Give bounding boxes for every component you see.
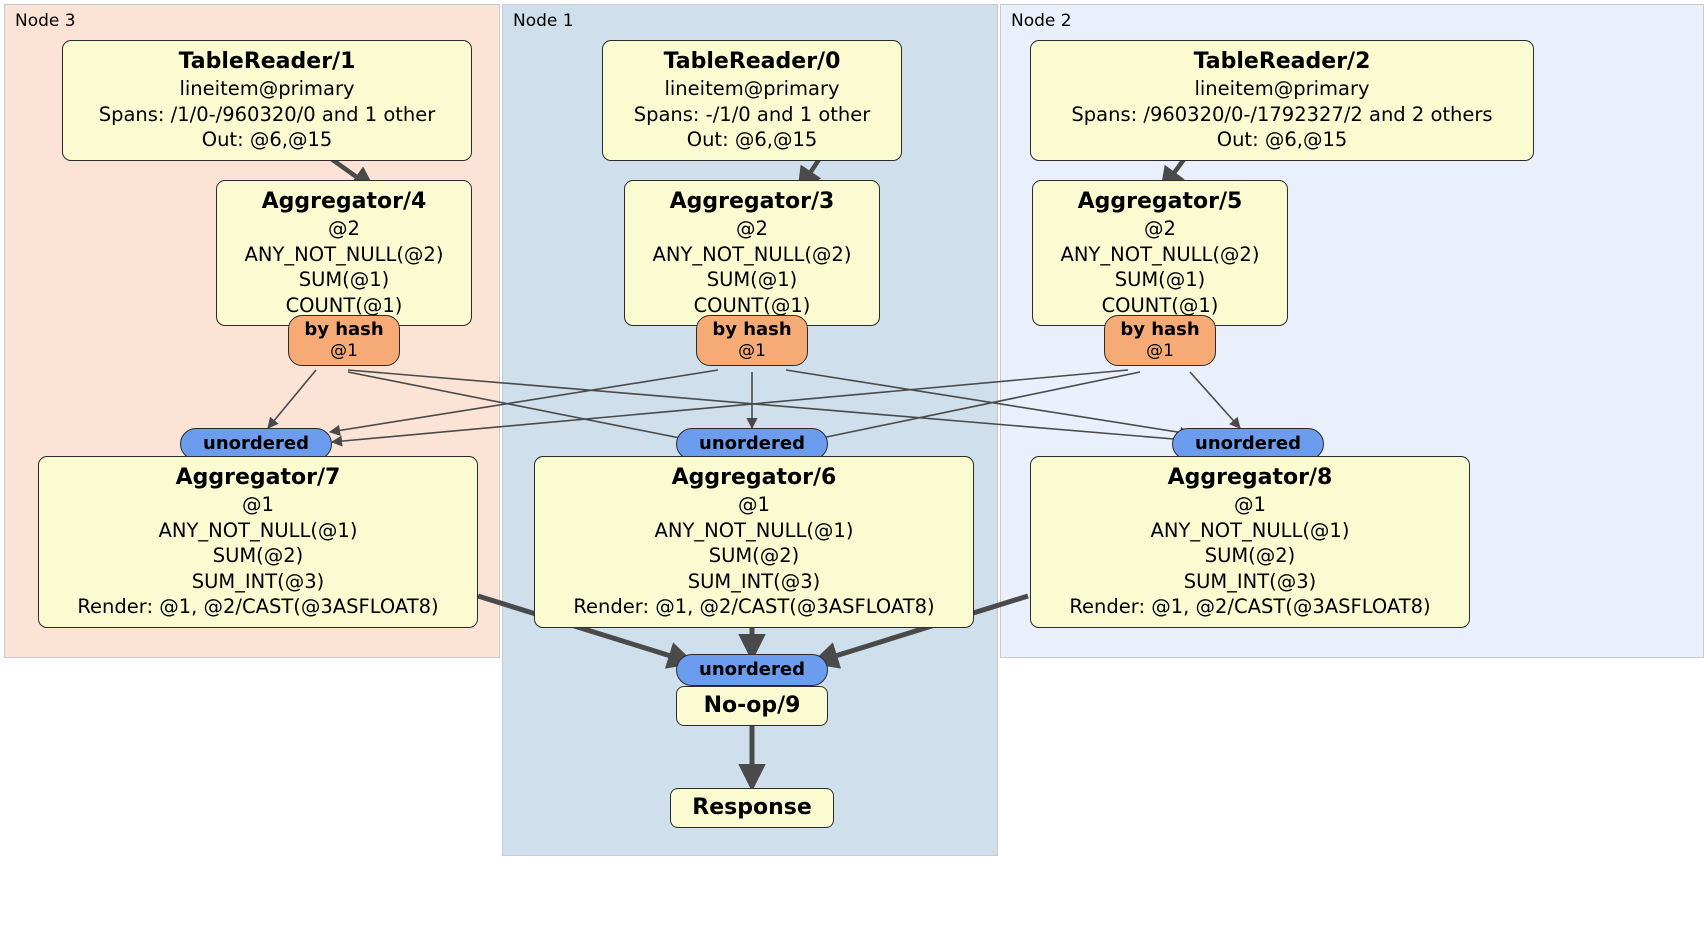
node-panel-label-node1: Node 1 [513, 11, 574, 31]
processor-title: Aggregator/3 [669, 189, 835, 214]
node-panel-label-node2: Node 2 [1011, 11, 1072, 31]
processor-line: lineitem@primary [1194, 77, 1370, 100]
processor-noop-9[interactable]: No-op/9 [676, 686, 828, 726]
processor-line: @2 [328, 217, 360, 240]
processor-line: @1 [242, 493, 274, 516]
router-badge-title: by hash [304, 319, 384, 340]
processor-aggregator-8[interactable]: Aggregator/8 @1 ANY_NOT_NULL(@1) SUM(@2)… [1030, 456, 1470, 628]
processor-line: Out: @6,@15 [1216, 128, 1348, 151]
processor-response[interactable]: Response [670, 788, 834, 828]
input-badge-unordered-right[interactable]: unordered [1172, 428, 1324, 460]
processor-aggregator-4[interactable]: Aggregator/4 @2 ANY_NOT_NULL(@2) SUM(@1)… [216, 180, 472, 326]
processor-line: Out: @6,@15 [686, 128, 818, 151]
processor-line: ANY_NOT_NULL(@2) [1060, 242, 1260, 266]
processor-line: ANY_NOT_NULL(@1) [158, 518, 358, 542]
processor-line: Spans: /960320/0-/1792327/2 and 2 others [1071, 102, 1493, 126]
processor-line: SUM(@1) [706, 268, 798, 291]
processor-line: ANY_NOT_NULL(@1) [654, 518, 854, 542]
router-badge-subtitle: @1 [738, 341, 766, 361]
input-badge-unordered-mid[interactable]: unordered [676, 428, 828, 460]
node-panel-label-node3: Node 3 [15, 11, 76, 31]
processor-line: Spans: -/1/0 and 1 other [633, 102, 871, 126]
processor-tablereader-0[interactable]: TableReader/0 lineitem@primary Spans: -/… [602, 40, 902, 161]
processor-line: @1 [1234, 493, 1266, 516]
processor-line: SUM(@2) [708, 544, 800, 567]
processor-line: ANY_NOT_NULL(@1) [1150, 518, 1350, 542]
processor-title: TableReader/0 [663, 49, 841, 74]
processor-line: COUNT(@1) [693, 293, 811, 317]
processor-line: SUM(@1) [1114, 268, 1206, 291]
processor-title: Aggregator/6 [671, 465, 837, 490]
processor-line: SUM_INT(@3) [1183, 569, 1317, 593]
processor-line: Render: @1, @2/CAST(@3ASFLOAT8) [77, 595, 439, 618]
processor-line: SUM_INT(@3) [687, 569, 821, 593]
processor-line: @1 [738, 493, 770, 516]
processor-aggregator-7[interactable]: Aggregator/7 @1 ANY_NOT_NULL(@1) SUM(@2)… [38, 456, 478, 628]
processor-tablereader-1[interactable]: TableReader/1 lineitem@primary Spans: /1… [62, 40, 472, 161]
processor-line: SUM(@2) [212, 544, 304, 567]
processor-line: @2 [736, 217, 768, 240]
processor-line: Render: @1, @2/CAST(@3ASFLOAT8) [573, 595, 935, 618]
processor-line: lineitem@primary [664, 77, 840, 100]
processor-line: lineitem@primary [179, 77, 355, 100]
router-badge-title: by hash [1120, 319, 1200, 340]
processor-line: SUM_INT(@3) [191, 569, 325, 593]
router-badge-title: by hash [712, 319, 792, 340]
router-badge-by-hash-left[interactable]: by hash @1 [288, 315, 400, 366]
processor-aggregator-5[interactable]: Aggregator/5 @2 ANY_NOT_NULL(@2) SUM(@1)… [1032, 180, 1288, 326]
processor-aggregator-6[interactable]: Aggregator/6 @1 ANY_NOT_NULL(@1) SUM(@2)… [534, 456, 974, 628]
router-badge-by-hash-right[interactable]: by hash @1 [1104, 315, 1216, 366]
processor-line: SUM(@2) [1204, 544, 1296, 567]
processor-line: ANY_NOT_NULL(@2) [652, 242, 852, 266]
processor-line: ANY_NOT_NULL(@2) [244, 242, 444, 266]
processor-title: Aggregator/5 [1077, 189, 1243, 214]
processor-title: TableReader/2 [1193, 49, 1371, 74]
processor-line: @2 [1144, 217, 1176, 240]
router-badge-subtitle: @1 [330, 341, 358, 361]
processor-title: TableReader/1 [178, 49, 356, 74]
processor-line: COUNT(@1) [1101, 293, 1219, 317]
processor-aggregator-3[interactable]: Aggregator/3 @2 ANY_NOT_NULL(@2) SUM(@1)… [624, 180, 880, 326]
processor-title: Aggregator/8 [1167, 465, 1333, 490]
processor-line: Out: @6,@15 [201, 128, 333, 151]
processor-tablereader-2[interactable]: TableReader/2 lineitem@primary Spans: /9… [1030, 40, 1534, 161]
processor-title: Aggregator/4 [261, 189, 427, 214]
input-badge-unordered-left[interactable]: unordered [180, 428, 332, 460]
processor-line: COUNT(@1) [285, 293, 403, 317]
router-badge-subtitle: @1 [1146, 341, 1174, 361]
processor-line: Render: @1, @2/CAST(@3ASFLOAT8) [1069, 595, 1431, 618]
input-badge-unordered-final[interactable]: unordered [676, 654, 828, 686]
router-badge-by-hash-mid[interactable]: by hash @1 [696, 315, 808, 366]
processor-line: Spans: /1/0-/960320/0 and 1 other [98, 102, 436, 126]
processor-line: SUM(@1) [298, 268, 390, 291]
processor-title: Aggregator/7 [175, 465, 341, 490]
